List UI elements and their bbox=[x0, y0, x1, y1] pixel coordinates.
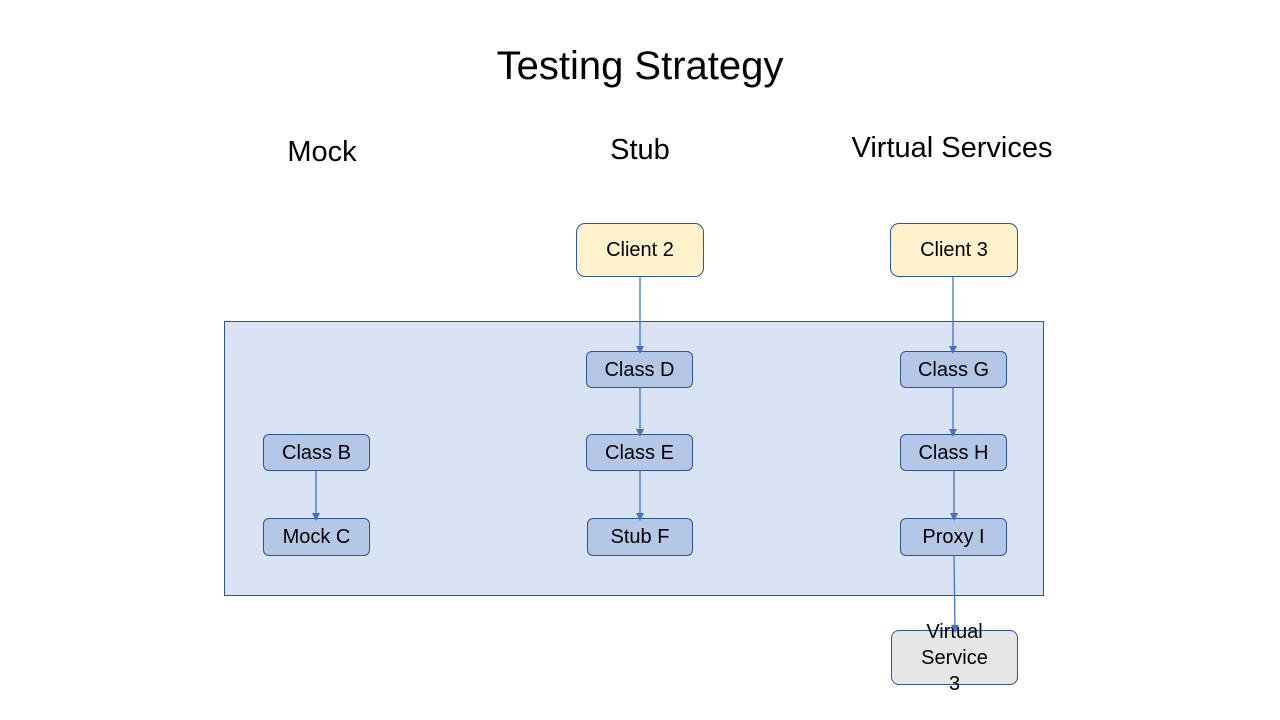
node-mock-c: Mock C bbox=[263, 518, 370, 556]
node-client-2: Client 2 bbox=[576, 223, 704, 277]
column-heading-stub: Stub bbox=[610, 134, 670, 166]
node-virtual-service-3: Virtual Service 3 bbox=[891, 621, 1018, 695]
node-class-h: Class H bbox=[900, 434, 1007, 471]
node-stub-f: Stub F bbox=[587, 518, 693, 556]
arrow-proxy-i-to-virtual-service-3 bbox=[950, 555, 959, 633]
node-class-d: Class D bbox=[586, 351, 693, 388]
diagram-title: Testing Strategy bbox=[496, 44, 784, 88]
node-proxy-i: Proxy I bbox=[900, 518, 1007, 556]
node-client-3: Client 3 bbox=[890, 223, 1018, 277]
node-class-b: Class B bbox=[263, 434, 370, 471]
column-heading-mock: Mock bbox=[287, 136, 357, 168]
node-class-g: Class G bbox=[900, 351, 1007, 388]
column-heading-virtual-services: Virtual Services bbox=[851, 132, 1053, 164]
